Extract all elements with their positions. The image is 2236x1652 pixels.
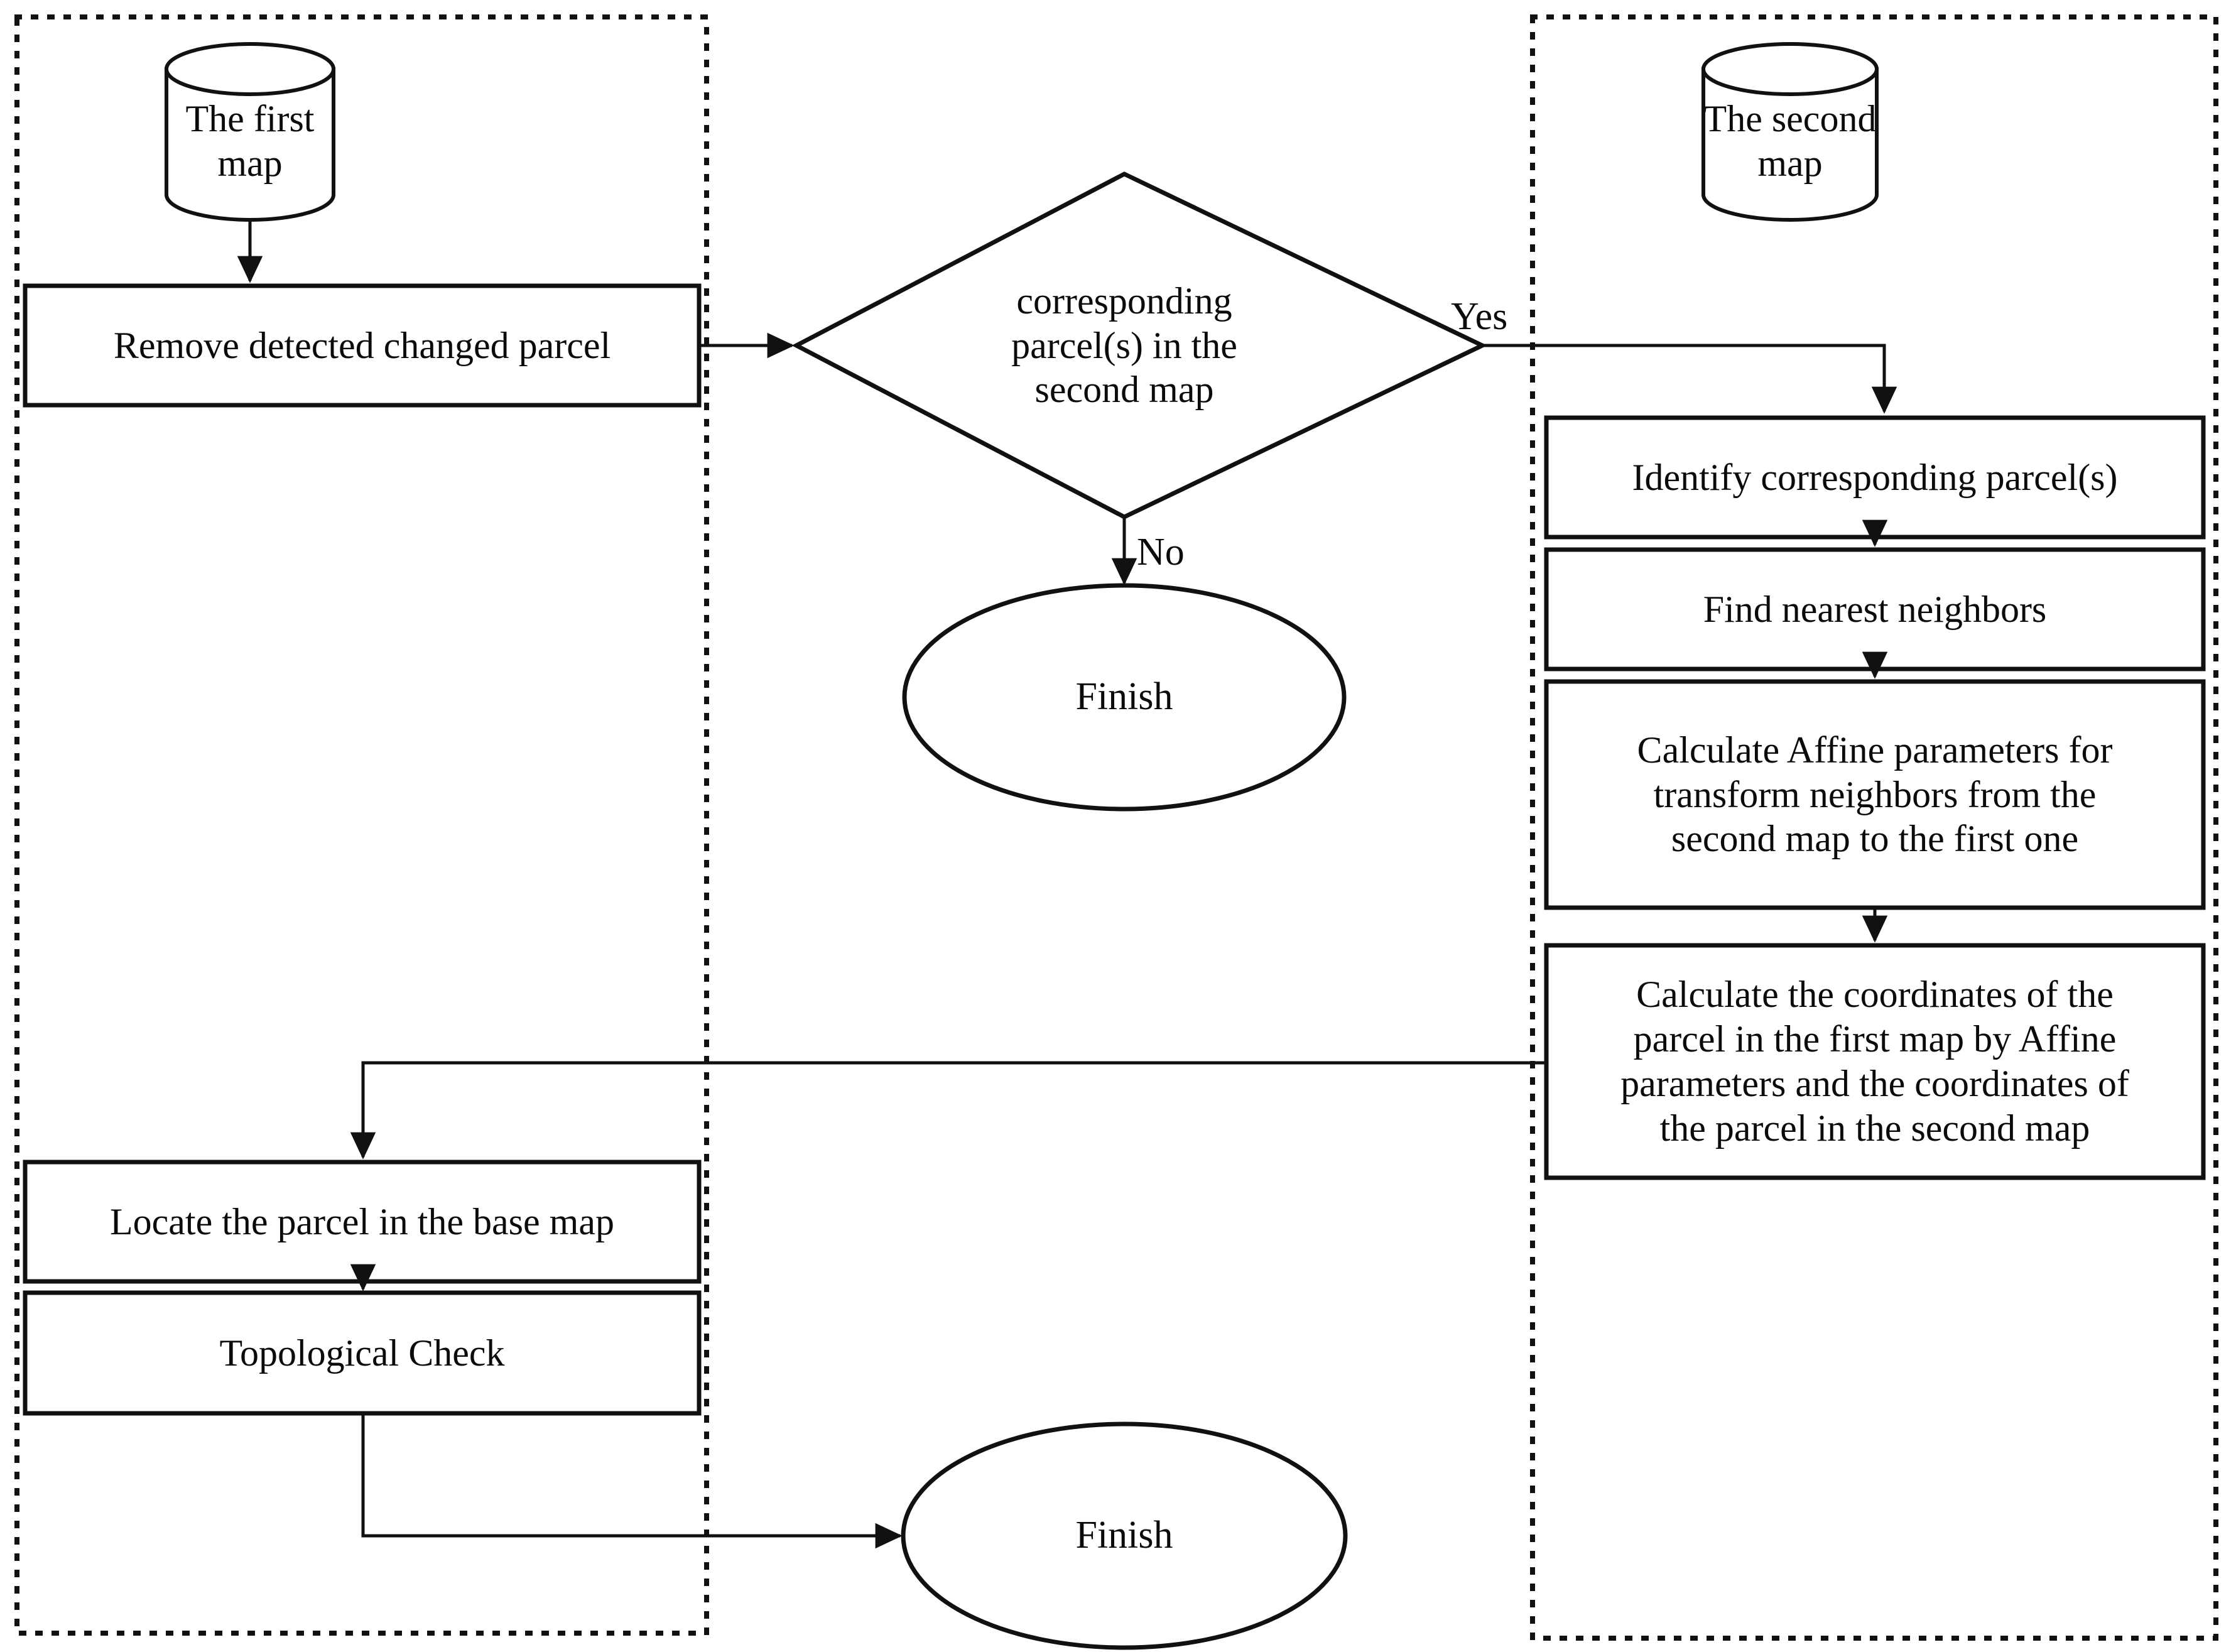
node-finish-no[interactable]: [904, 585, 1344, 809]
node-finish-end[interactable]: [903, 1424, 1345, 1648]
edge-topological-finish: [361, 1413, 903, 1549]
node-first-map[interactable]: [166, 44, 334, 221]
node-calc-coords[interactable]: [1546, 945, 2203, 1178]
node-calc-affine[interactable]: [1546, 682, 2203, 908]
edge-decision-identify-yes: [1482, 344, 1897, 414]
find-neighbors-box-shape: [1544, 547, 2206, 671]
finish-end-ellipse-shape: [901, 1421, 1348, 1650]
node-decision[interactable]: [796, 174, 1482, 517]
node-locate-parcel[interactable]: [25, 1162, 699, 1281]
node-topological-check[interactable]: [25, 1293, 699, 1413]
edge-calccoords-locate: [350, 1061, 1546, 1160]
second-map-cylinder-shape: [1701, 42, 1879, 222]
node-second-map[interactable]: [1703, 44, 1877, 221]
topological-check-box-shape: [23, 1290, 702, 1416]
node-remove-parcel[interactable]: [25, 286, 699, 405]
finish-no-ellipse-shape: [902, 583, 1347, 812]
node-find-neighbors[interactable]: [1546, 550, 2203, 669]
first-map-cylinder-shape: [165, 42, 335, 222]
calc-coords-box-shape: [1544, 943, 2206, 1180]
left-panel-border: [14, 14, 709, 1636]
right-panel-border: [1530, 14, 2218, 1641]
node-identify-parcels[interactable]: [1546, 418, 2203, 537]
calc-affine-box-shape: [1544, 679, 2206, 910]
remove-parcel-box-shape: [23, 283, 702, 408]
locate-parcel-box-shape: [23, 1160, 702, 1284]
